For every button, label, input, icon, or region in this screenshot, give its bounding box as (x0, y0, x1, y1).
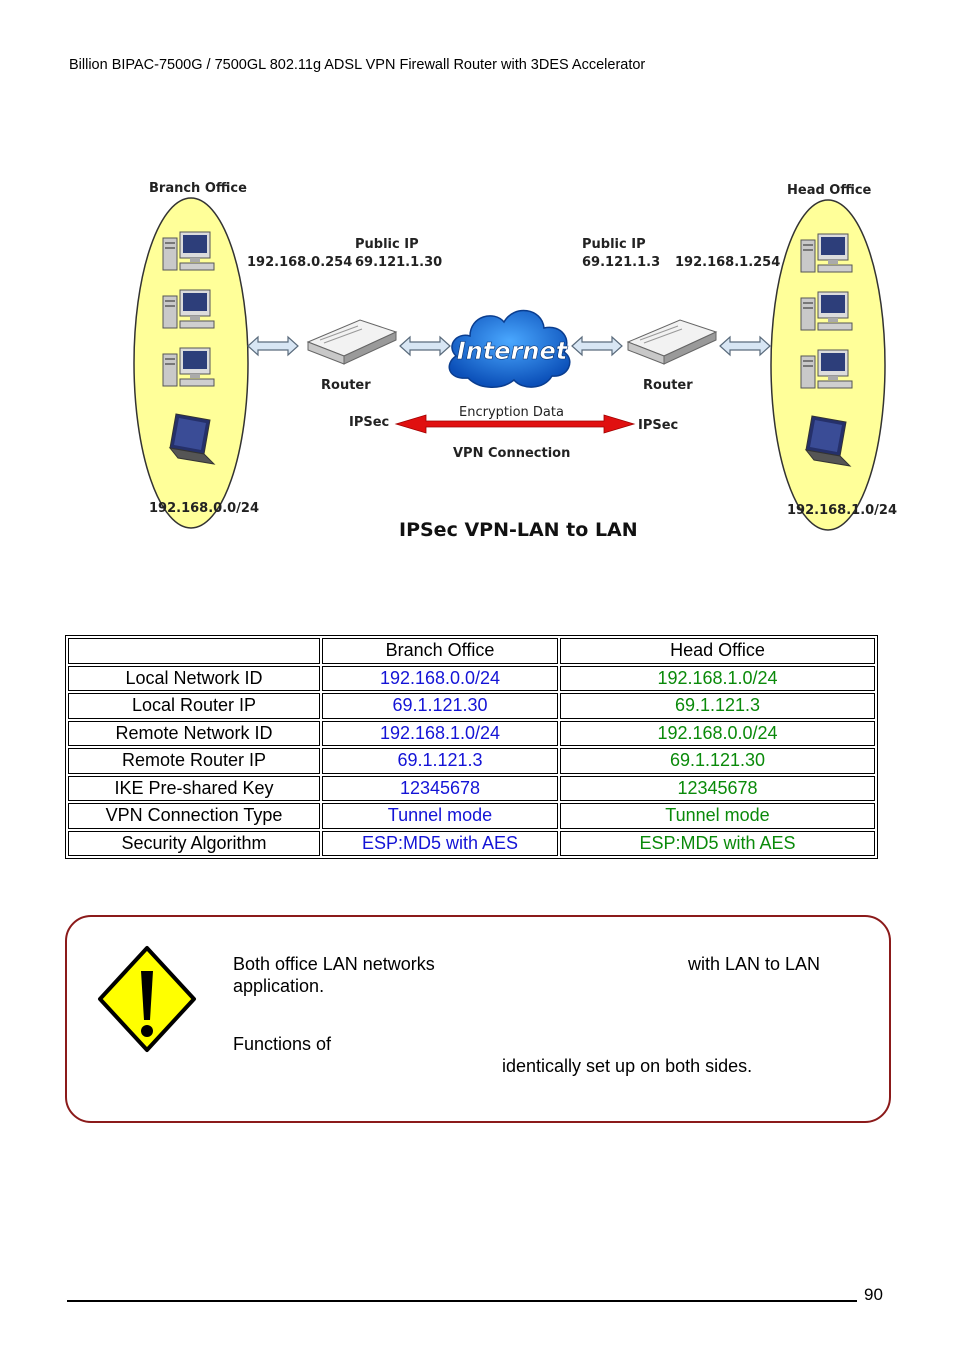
note-text-line-2a: Functions of (233, 1034, 332, 1054)
head-value-cell: ESP:MD5 with AES (560, 830, 875, 856)
right-router-lan-arrow-icon (719, 336, 771, 356)
table-header-row: Branch Office Head Office (68, 638, 875, 664)
head-value-cell: 12345678 (560, 775, 875, 801)
encryption-double-arrow-icon (394, 414, 636, 434)
note-text-line-1c: application. (233, 976, 325, 996)
row-label-cell: Local Network ID (68, 665, 320, 691)
head-pc-2-icon (800, 291, 853, 331)
network-diagram: Branch Office 192.168.0.0/24 Head Office… (133, 181, 897, 541)
head-pc-1-icon (800, 233, 853, 273)
branch-value-cell: 12345678 (322, 775, 558, 801)
table-header-branch: Branch Office (322, 638, 558, 664)
note-text-line-1b: with LAN to LAN (688, 954, 821, 974)
warning-icon (98, 946, 196, 1052)
head-value-cell: 192.168.0.0/24 (560, 720, 875, 746)
left-public-ip-heading: Public IP (355, 237, 419, 252)
head-value-cell: 69.1.121.3 (560, 693, 875, 719)
head-value-cell: 69.1.121.30 (560, 748, 875, 774)
right-public-ip-heading: Public IP (582, 237, 646, 252)
branch-value-cell: 69.1.121.30 (322, 693, 558, 719)
left-router-label: Router (321, 378, 371, 393)
head-subnet-label: 192.168.1.0/24 (787, 503, 897, 518)
document-header: Billion BIPAC-7500G / 7500GL 802.11g ADS… (69, 57, 646, 73)
branch-pc-2-icon (162, 289, 215, 329)
head-pc-3-icon (800, 349, 853, 389)
branch-value-cell: Tunnel mode (322, 803, 558, 829)
right-lan-ip-label: 192.168.1.254 (675, 255, 780, 270)
row-label-cell: IKE Pre-shared Key (68, 775, 320, 801)
branch-subnet-label: 192.168.0.0/24 (149, 501, 259, 516)
head-office-title: Head Office (787, 183, 872, 198)
branch-value-cell: 192.168.1.0/24 (322, 720, 558, 746)
internet-label: Internet (457, 337, 569, 365)
left-lan-router-arrow-icon (247, 336, 299, 356)
left-router-icon (307, 319, 397, 365)
right-router-label: Router (643, 378, 693, 393)
head-value-cell: 192.168.1.0/24 (560, 665, 875, 691)
left-lan-ip-label: 192.168.0.254 (247, 255, 352, 270)
right-ipsec-label: IPSec (638, 418, 678, 433)
page-number: 90 (864, 1285, 883, 1304)
branch-pc-1-icon (162, 231, 215, 271)
row-label-cell: Remote Router IP (68, 748, 320, 774)
warning-note-box: Both office LAN networks with LAN to LAN… (65, 915, 891, 1123)
branch-value-cell: 69.1.121.3 (322, 748, 558, 774)
note-text-line-2b: identically set up on both sides. (502, 1056, 753, 1076)
encryption-data-label: Encryption Data (459, 405, 564, 420)
row-label-cell: VPN Connection Type (68, 803, 320, 829)
row-label-cell: Local Router IP (68, 693, 320, 719)
internet-cloud-icon: Internet (448, 309, 571, 388)
diagram-caption: IPSec VPN-LAN to LAN (399, 519, 638, 541)
left-router-internet-arrow-icon (399, 336, 451, 356)
right-public-ip-value: 69.121.1.3 (582, 255, 660, 270)
row-label-cell: Remote Network ID (68, 720, 320, 746)
table-header-head: Head Office (560, 638, 875, 664)
right-router-icon (627, 319, 717, 365)
vpn-config-table: Branch Office Head Office Local Network … (65, 635, 878, 859)
branch-value-cell: 192.168.0.0/24 (322, 665, 558, 691)
note-text-line-1a: Both office LAN networks (233, 954, 435, 974)
row-label-cell: Security Algorithm (68, 830, 320, 856)
footer-rule (67, 1300, 857, 1302)
branch-pc-3-icon (162, 347, 215, 387)
branch-value-cell: ESP:MD5 with AES (322, 830, 558, 856)
left-ipsec-label: IPSec (349, 415, 389, 430)
head-value-cell: Tunnel mode (560, 803, 875, 829)
vpn-connection-label: VPN Connection (453, 446, 570, 461)
left-public-ip-value: 69.121.1.30 (355, 255, 442, 270)
internet-right-router-arrow-icon (571, 336, 623, 356)
branch-office-title: Branch Office (149, 181, 247, 196)
table-header-cell (68, 638, 320, 664)
